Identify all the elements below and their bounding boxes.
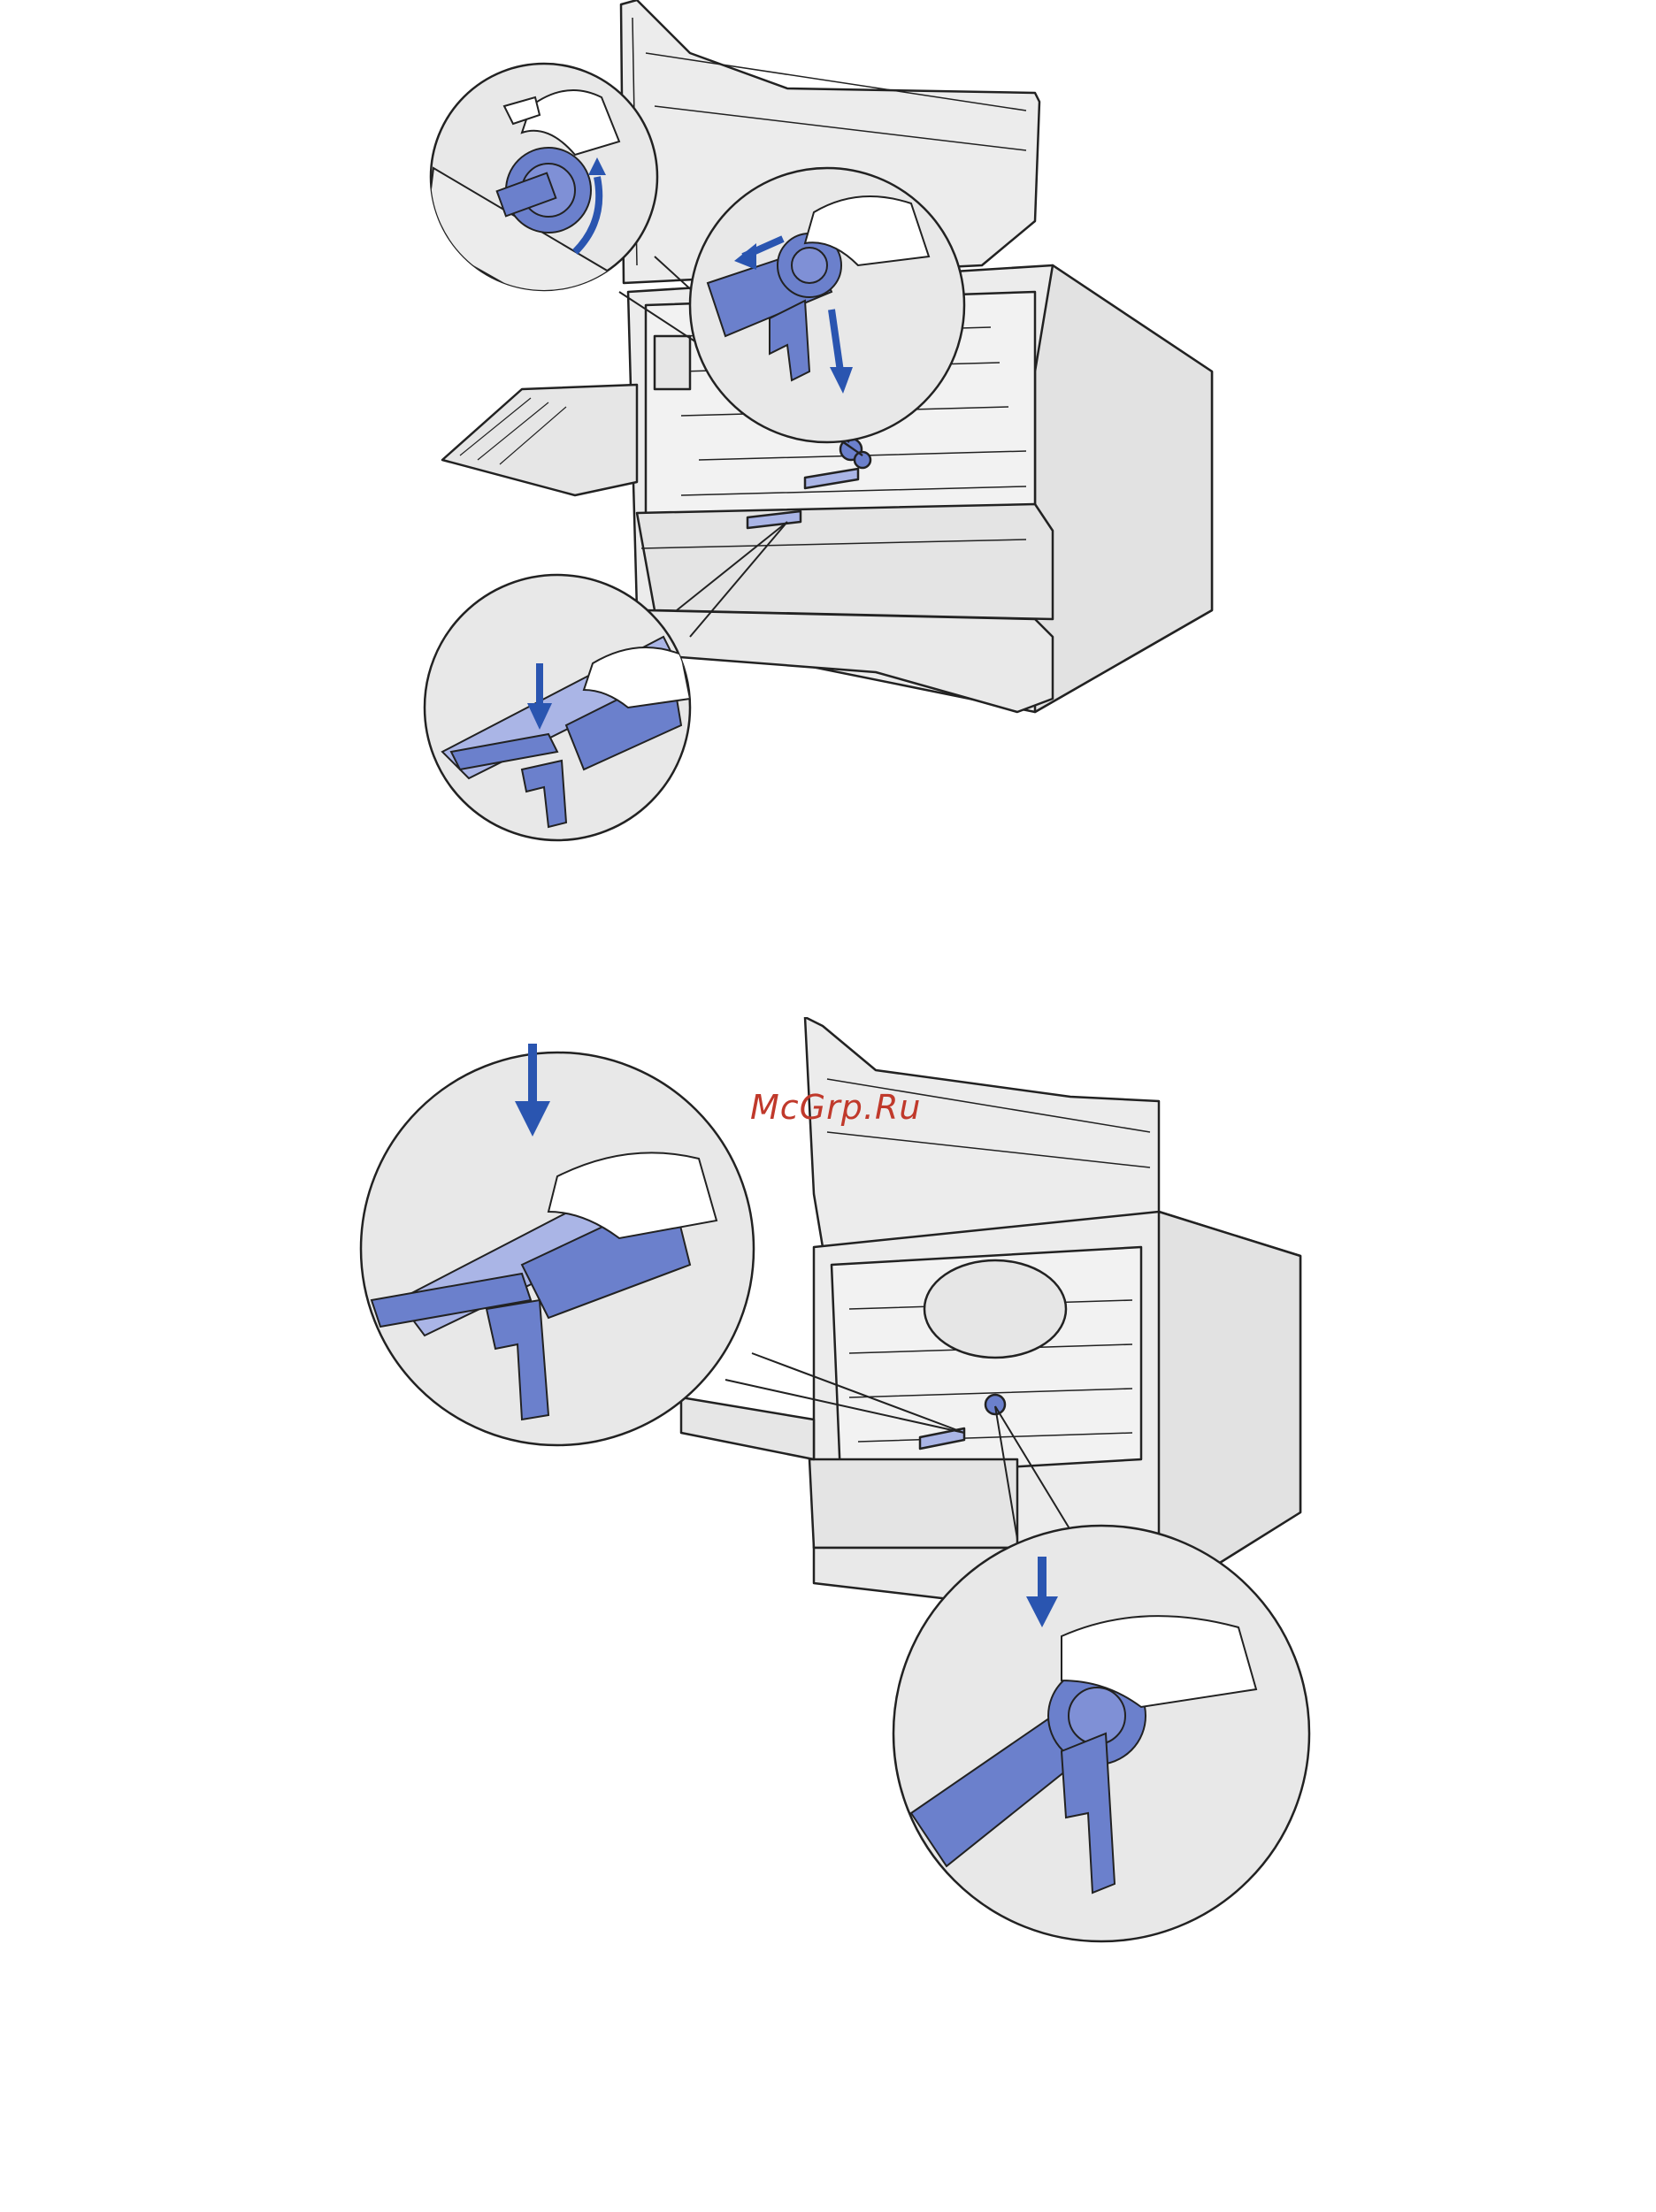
callout-lower-roller — [425, 575, 690, 840]
printer-illustration-icon — [416, 0, 1238, 849]
callout-rotate-roller — [425, 64, 657, 354]
watermark-text: McGrp.Ru — [750, 1088, 962, 1127]
install-pick-roller-figure — [345, 1017, 1327, 1955]
remove-pick-roller-figure — [416, 0, 1238, 849]
callout-remove-roller — [690, 168, 964, 442]
printer-illustration-icon — [345, 1017, 1327, 1955]
callout-seat-roller — [893, 1526, 1309, 1941]
callout-install-roller — [361, 1044, 754, 1445]
